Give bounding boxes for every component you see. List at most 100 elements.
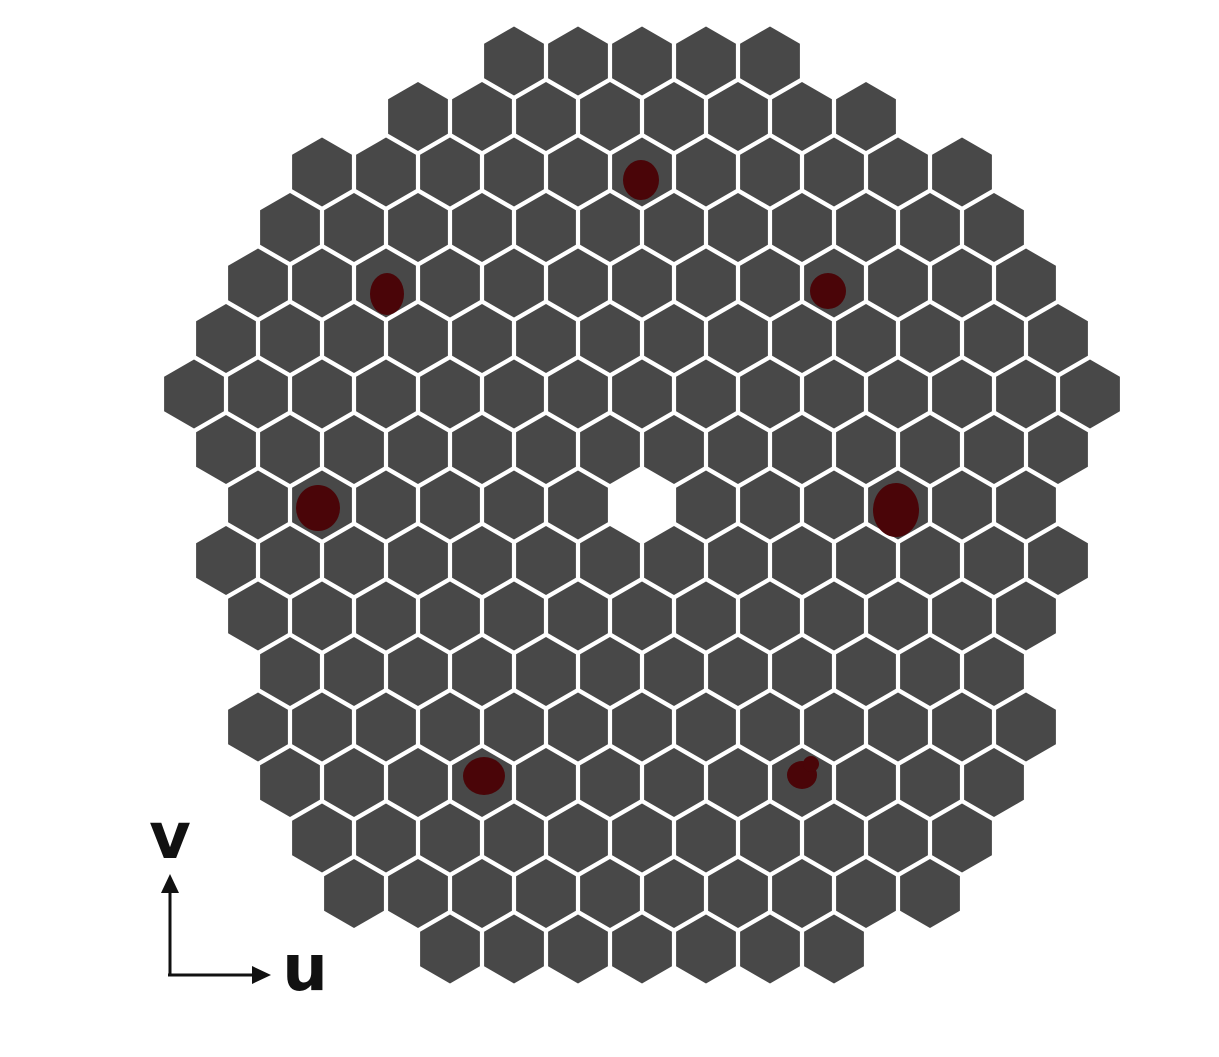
mirror-segment	[996, 248, 1056, 318]
mirror-segment	[644, 193, 704, 262]
mirror-segment	[228, 470, 288, 540]
mirror-segment	[548, 581, 608, 651]
mirror-segment	[356, 581, 416, 651]
segment-marker	[370, 273, 404, 315]
mirror-segment	[292, 248, 352, 318]
mirror-segment	[740, 692, 800, 762]
mirror-segment	[484, 137, 544, 207]
mirror-segments	[164, 26, 1120, 984]
mirror-segment	[836, 82, 896, 151]
mirror-segment	[996, 692, 1056, 762]
mirror-segment	[612, 692, 672, 762]
mirror-segment	[900, 526, 960, 595]
mirror-segment	[388, 526, 448, 595]
mirror-segment	[484, 26, 544, 96]
mirror-segment	[964, 748, 1024, 817]
mirror-segment	[900, 193, 960, 262]
mirror-segment	[772, 415, 832, 484]
mirror-segment	[996, 359, 1056, 429]
segment-marker	[296, 485, 340, 531]
v-axis-label: v	[149, 800, 191, 874]
mirror-segment	[612, 803, 672, 873]
mirror-segment	[420, 470, 480, 540]
uv-axes: v u	[149, 800, 328, 1006]
mirror-segment	[388, 748, 448, 817]
mirror-segment	[580, 82, 640, 151]
mirror-segment	[516, 748, 576, 817]
mirror-segment	[612, 248, 672, 318]
mirror-segment	[228, 692, 288, 762]
u-arrowhead-icon	[252, 966, 271, 984]
mirror-segment	[292, 359, 352, 429]
mirror-segment	[836, 193, 896, 262]
mirror-segment	[708, 304, 768, 373]
mirror-segment	[452, 193, 512, 262]
mirror-segment	[388, 82, 448, 151]
mirror-segment	[548, 803, 608, 873]
mirror-segment	[196, 526, 256, 595]
mirror-segment	[644, 82, 704, 151]
mirror-segment	[324, 859, 384, 928]
mirror-segment	[836, 526, 896, 595]
mirror-segment	[868, 581, 928, 651]
mirror-segment	[580, 415, 640, 484]
mirror-segment	[452, 82, 512, 151]
mirror-segment	[772, 859, 832, 928]
mirror-segment	[484, 248, 544, 318]
mirror-segment	[612, 26, 672, 96]
mirror-segment	[324, 637, 384, 706]
mirror-segment	[548, 26, 608, 96]
mirror-segment	[804, 914, 864, 984]
mirror-segment	[516, 304, 576, 373]
mirror-segment	[164, 359, 224, 429]
mirror-segment	[260, 193, 320, 262]
mirror-segment	[612, 581, 672, 651]
mirror-segment	[260, 526, 320, 595]
mirror-segment	[676, 581, 736, 651]
mirror-segment	[548, 692, 608, 762]
segment-marker	[623, 160, 659, 200]
mirror-segment	[676, 137, 736, 207]
mirror-segment	[228, 359, 288, 429]
mirror-segment	[900, 748, 960, 817]
mirror-segment	[484, 359, 544, 429]
mirror-segment	[708, 526, 768, 595]
mirror-segment	[580, 193, 640, 262]
mirror-segment	[516, 415, 576, 484]
mirror-segment	[772, 82, 832, 151]
mirror-segment	[324, 193, 384, 262]
mirror-segment	[420, 137, 480, 207]
mirror-segment	[772, 526, 832, 595]
mirror-segment	[804, 692, 864, 762]
mirror-segment	[612, 914, 672, 984]
mirror-segment	[932, 359, 992, 429]
mirror-segment	[932, 692, 992, 762]
mirror-segment	[708, 859, 768, 928]
mirror-segment	[932, 137, 992, 207]
mirror-segment	[804, 359, 864, 429]
mirror-segment	[836, 304, 896, 373]
u-axis-label: u	[282, 932, 328, 1006]
mirror-segment	[324, 748, 384, 817]
mirror-segment	[836, 415, 896, 484]
mirror-segment	[740, 914, 800, 984]
mirror-segment	[228, 248, 288, 318]
mirror-segment	[804, 137, 864, 207]
mirror-segment	[740, 470, 800, 540]
mirror-segment	[964, 637, 1024, 706]
mirror-segment	[772, 304, 832, 373]
central-hole	[612, 470, 672, 540]
mirror-segment	[708, 82, 768, 151]
mirror-segment	[548, 914, 608, 984]
mirror-segment	[740, 248, 800, 318]
mirror-segment	[868, 359, 928, 429]
mirror-segment	[324, 304, 384, 373]
mirror-segment	[932, 803, 992, 873]
segment-marker	[810, 273, 846, 309]
mirror-segment	[356, 803, 416, 873]
mirror-segment	[900, 304, 960, 373]
mirror-segment	[772, 193, 832, 262]
mirror-segment	[644, 637, 704, 706]
mirror-segment	[292, 581, 352, 651]
